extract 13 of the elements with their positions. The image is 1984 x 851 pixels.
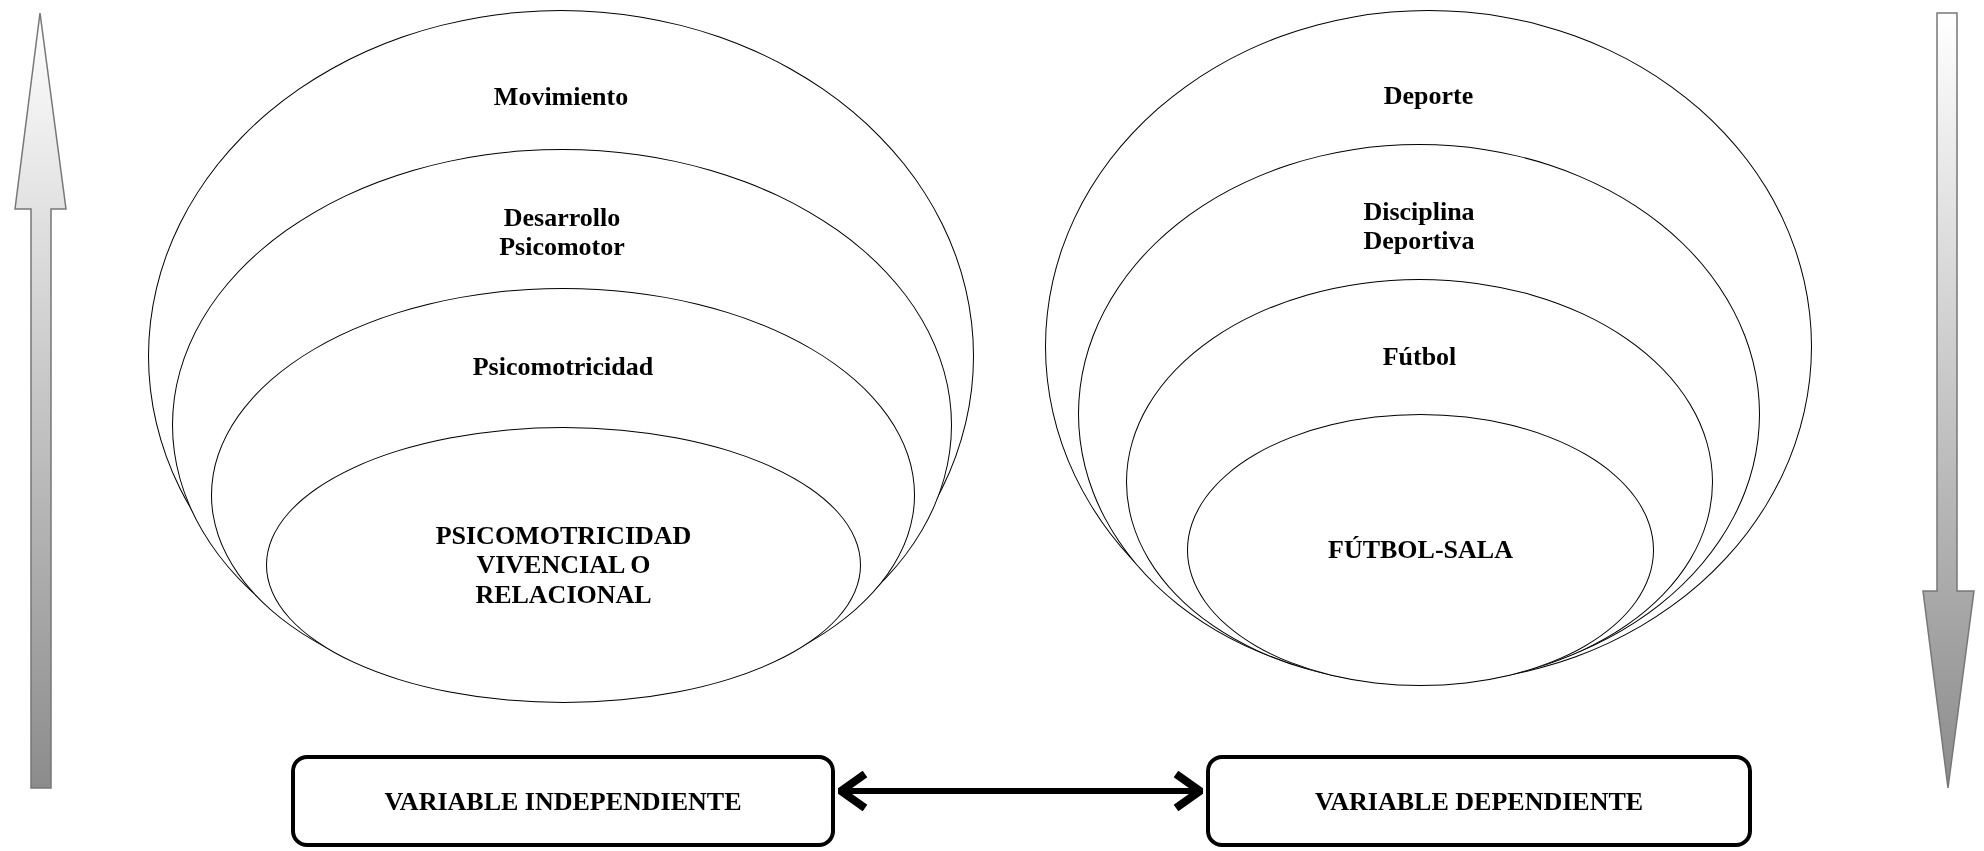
ellipse-label: PSICOMOTRICIDAD VIVENCIAL O RELACIONAL — [434, 521, 693, 609]
ellipse-label: Movimiento — [492, 82, 630, 112]
ellipse-label: Fútbol — [1381, 342, 1458, 372]
ellipse-label: Disciplina Deportiva — [1362, 196, 1476, 256]
variable-box — [291, 755, 835, 847]
double-arrow — [837, 770, 1204, 812]
ellipse-label: Desarrollo Psicomotor — [498, 202, 626, 262]
variable-box — [1206, 755, 1752, 847]
variable-label: VARIABLE INDEPENDIENTE — [384, 785, 742, 818]
variable-label: VARIABLE DEPENDIENTE — [1314, 785, 1644, 818]
ellipse-label: Psicomotricidad — [471, 352, 655, 382]
ellipse-label: FÚTBOL-SALA — [1328, 535, 1513, 565]
ellipse-label: Deporte — [1382, 81, 1475, 111]
